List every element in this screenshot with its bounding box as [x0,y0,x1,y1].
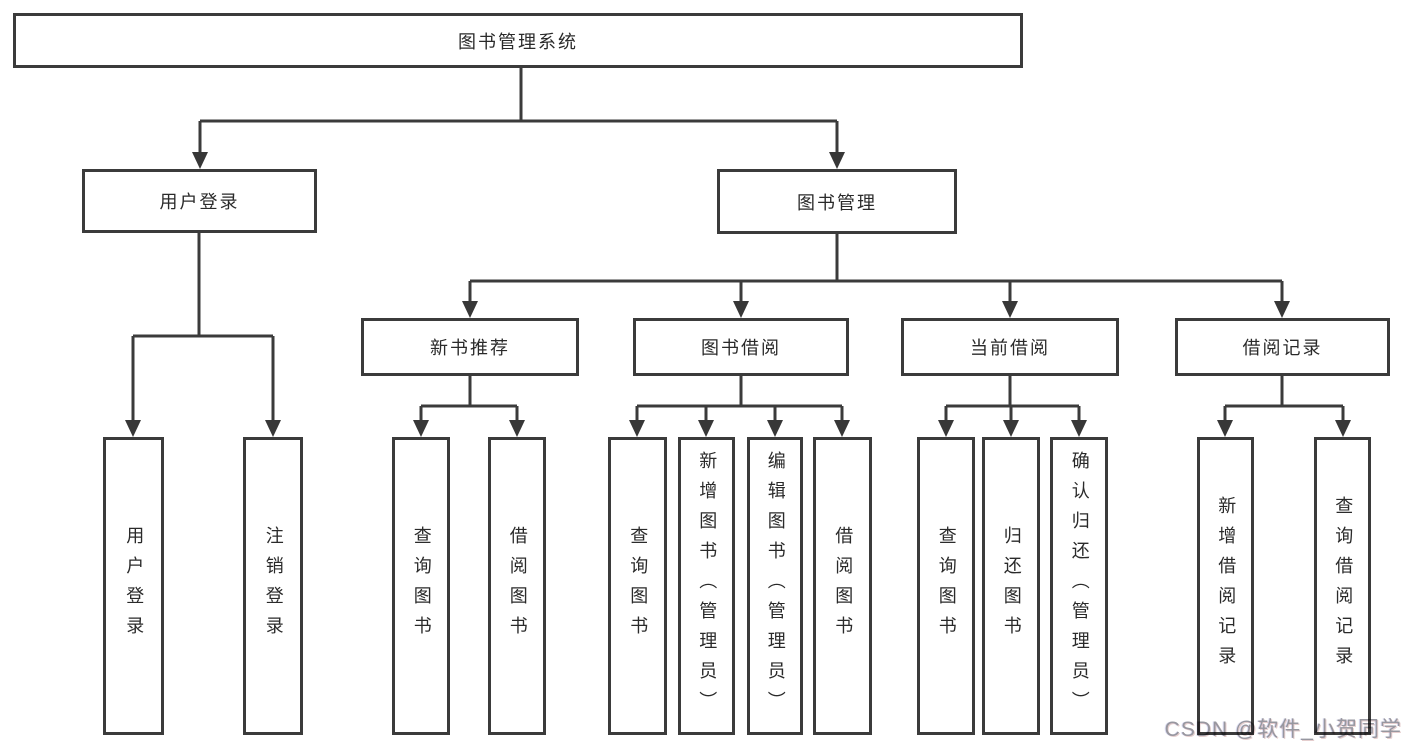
leaf-query-borrow-record: 查询借阅记录 [1314,437,1371,735]
node-new-book-recommend: 新书推荐 [361,318,579,376]
connector-book-borrow-to-leaves [629,376,850,437]
leaf-label: 新增图书（管理员） [697,451,718,721]
node-current-borrow: 当前借阅 [901,318,1119,376]
leaf-query-books-borrow: 查询图书 [608,437,667,735]
leaf-borrow-books-recommend: 借阅图书 [488,437,546,735]
leaf-label: 注销登录 [263,526,284,646]
connector-book-management-to-level3 [462,234,1290,318]
leaf-query-books-recommend: 查询图书 [392,437,450,735]
leaf-user-login: 用户登录 [103,437,164,735]
connector-new-book-recommend-to-leaves [413,376,525,437]
leaf-query-books-current: 查询图书 [917,437,975,735]
leaf-label: 用户登录 [124,526,145,646]
node-label: 新书推荐 [430,338,510,358]
leaf-confirm-return-admin: 确认归还（管理员） [1050,437,1108,735]
connector-root-to-level2 [192,68,845,169]
node-label: 图书管理 [797,192,877,213]
leaf-logout: 注销登录 [243,437,303,735]
leaf-label: 借阅图书 [833,526,854,646]
leaf-label: 查询图书 [628,526,649,646]
leaf-label: 编辑图书（管理员） [765,451,786,721]
node-root-system: 图书管理系统 [13,13,1023,68]
leaf-label: 查询图书 [936,526,957,646]
leaf-add-books-admin: 新增图书（管理员） [678,437,735,735]
node-label: 用户登录 [159,192,240,212]
leaf-add-borrow-record: 新增借阅记录 [1197,437,1254,735]
leaf-label: 查询图书 [411,526,432,646]
leaf-return-books: 归还图书 [982,437,1040,735]
connector-current-borrow-to-leaves [938,376,1087,437]
leaf-label: 新增借阅记录 [1216,496,1237,676]
node-borrow-records: 借阅记录 [1175,318,1390,376]
node-user-login: 用户登录 [82,169,317,233]
leaf-label: 确认归还（管理员） [1069,451,1090,721]
leaf-label: 借阅图书 [507,526,528,646]
csdn-watermark: CSDN @软件_小贺同学 [1164,718,1402,741]
leaf-label: 归还图书 [1001,526,1022,646]
node-book-management: 图书管理 [717,169,957,234]
leaf-edit-books-admin: 编辑图书（管理员） [747,437,803,735]
node-label: 当前借阅 [970,338,1050,358]
leaf-label: 查询借阅记录 [1333,496,1354,676]
node-label: 图书借阅 [701,338,781,358]
leaf-borrow-books: 借阅图书 [813,437,872,735]
node-label: 借阅记录 [1242,338,1323,358]
node-label: 图书管理系统 [458,31,578,52]
node-book-borrow: 图书借阅 [633,318,849,376]
connector-borrow-records-to-leaves [1217,376,1351,437]
connector-user-login-to-leaves [125,233,281,437]
